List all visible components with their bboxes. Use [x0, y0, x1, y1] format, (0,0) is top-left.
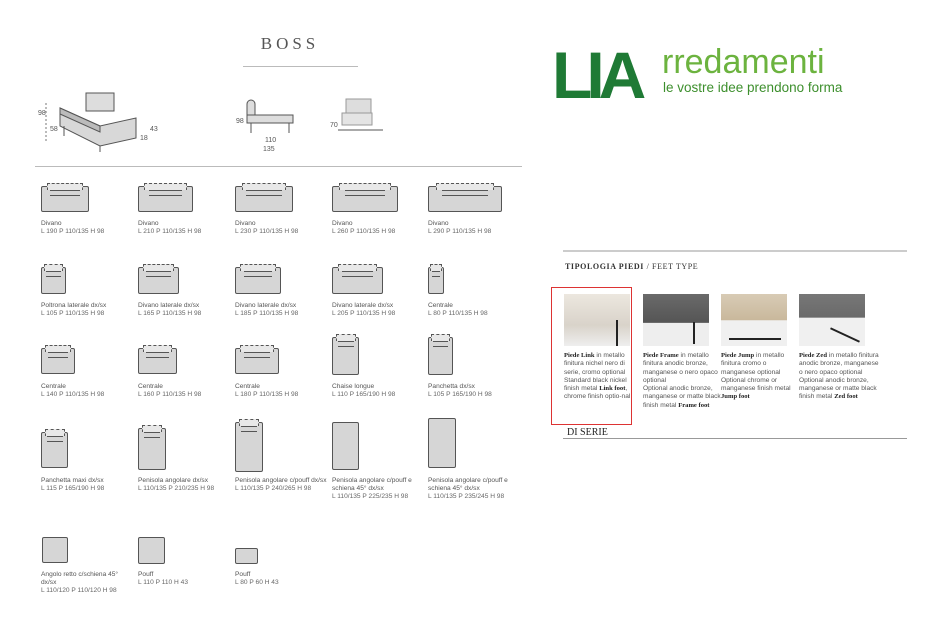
- module-drawing: [235, 419, 263, 472]
- product-title: BOSS: [260, 34, 320, 53]
- module-drawing: [332, 264, 383, 294]
- module-drawing: [332, 422, 359, 470]
- module-drawing: [41, 429, 68, 468]
- module-drawing: [235, 264, 281, 294]
- foot-jump-photo: [721, 294, 787, 346]
- module-drawing: [235, 183, 293, 212]
- module-caption: Penisola angolare c/pouff e schiena 45° …: [428, 477, 508, 500]
- logo-lia: LIA: [552, 38, 646, 112]
- foot-link-caption: Piede Link in metallo finitura nichel ne…: [564, 352, 631, 401]
- pouff-drawing: [138, 537, 165, 564]
- foot-frame-photo: [643, 294, 709, 346]
- dim-98: 98: [38, 110, 46, 117]
- module-drawing: [138, 183, 193, 212]
- svg-text:135: 135: [263, 146, 275, 153]
- arm-view-diagram: 70: [330, 98, 383, 131]
- module-drawing: [41, 183, 89, 212]
- dim-58: 58: [50, 126, 58, 133]
- svg-text:110: 110: [265, 137, 276, 144]
- module-drawing: [138, 345, 177, 374]
- pouff-drawing: [235, 548, 258, 564]
- module-drawing: [41, 345, 75, 374]
- module-drawing: [428, 418, 456, 468]
- module-drawing: [235, 345, 279, 374]
- module-drawing: [138, 425, 166, 470]
- dim-18: 18: [140, 135, 148, 142]
- side-view-diagram: 98 110 135: [236, 99, 294, 153]
- dim-43: 43: [150, 126, 158, 133]
- svg-text:98: 98: [236, 118, 244, 125]
- feet-heading: TIPOLOGIA PIEDI / FEET TYPE: [565, 262, 699, 271]
- feet-top-divider: [563, 250, 907, 252]
- foot-link-photo: [564, 294, 630, 346]
- module-drawing: [41, 264, 66, 294]
- module-caption: Penisola angolare c/pouff e schiena 45° …: [332, 477, 412, 500]
- feet-bottom-divider: [563, 438, 907, 439]
- foot-zed-caption: Piede Zed in metallo finitura anodic bro…: [799, 352, 879, 401]
- module-drawing: [332, 183, 398, 212]
- module-drawing: [428, 183, 502, 212]
- logo-tagline: le vostre idee prendono forma: [663, 80, 843, 95]
- module-drawing: [332, 334, 359, 375]
- standard-label: DI SERIE: [567, 427, 608, 438]
- foot-frame-caption: Piede Frame in metallo finitura anodic b…: [643, 352, 721, 409]
- module-drawing: [428, 264, 444, 294]
- title-divider: [243, 66, 358, 67]
- module-drawing: [138, 264, 179, 294]
- logo-rredamenti: rredamenti: [662, 43, 825, 81]
- foot-zed-photo: [799, 294, 865, 346]
- foot-jump-caption: Piede Jump in metallo finitura cromo o m…: [721, 352, 791, 401]
- module-drawing: [42, 537, 68, 563]
- armchair-3d-diagram: 98 58 43 18: [38, 92, 158, 152]
- section-divider: [35, 166, 522, 167]
- module-drawing: [428, 334, 453, 375]
- selected-foot-highlight: [551, 287, 632, 425]
- svg-text:70: 70: [330, 122, 338, 129]
